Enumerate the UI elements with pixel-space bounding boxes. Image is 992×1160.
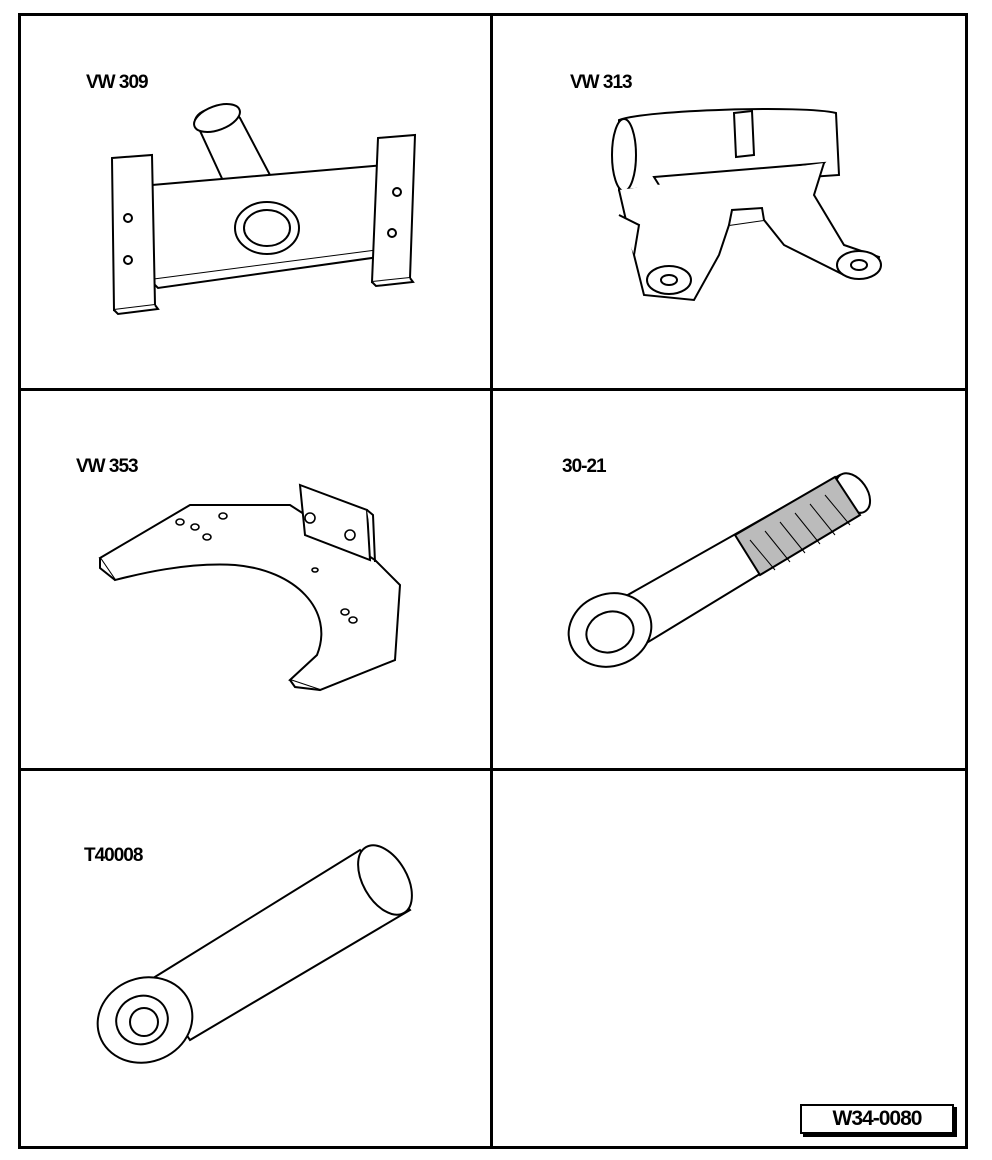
tool-label-vw353: VW 353: [76, 456, 139, 477]
tool-drawing-vw313: [604, 105, 894, 315]
figure-reference: W34-0080: [800, 1104, 954, 1134]
grid-divider-row2: [18, 768, 968, 771]
tool-drawing-vw309: [100, 100, 430, 320]
tool-label-vw313: VW 313: [570, 72, 633, 93]
tool-label-30-21: 30-21: [562, 456, 607, 477]
tool-drawing-30-21: [565, 465, 885, 680]
tool-drawing-vw353: [95, 480, 415, 700]
tool-label-vw309: VW 309: [86, 72, 149, 93]
grid-divider-vertical: [490, 13, 493, 1149]
figure-frame: [18, 13, 968, 1149]
tool-drawing-t40008: [100, 840, 420, 1070]
grid-divider-row1: [18, 388, 968, 391]
tool-label-t40008: T40008: [84, 845, 143, 866]
